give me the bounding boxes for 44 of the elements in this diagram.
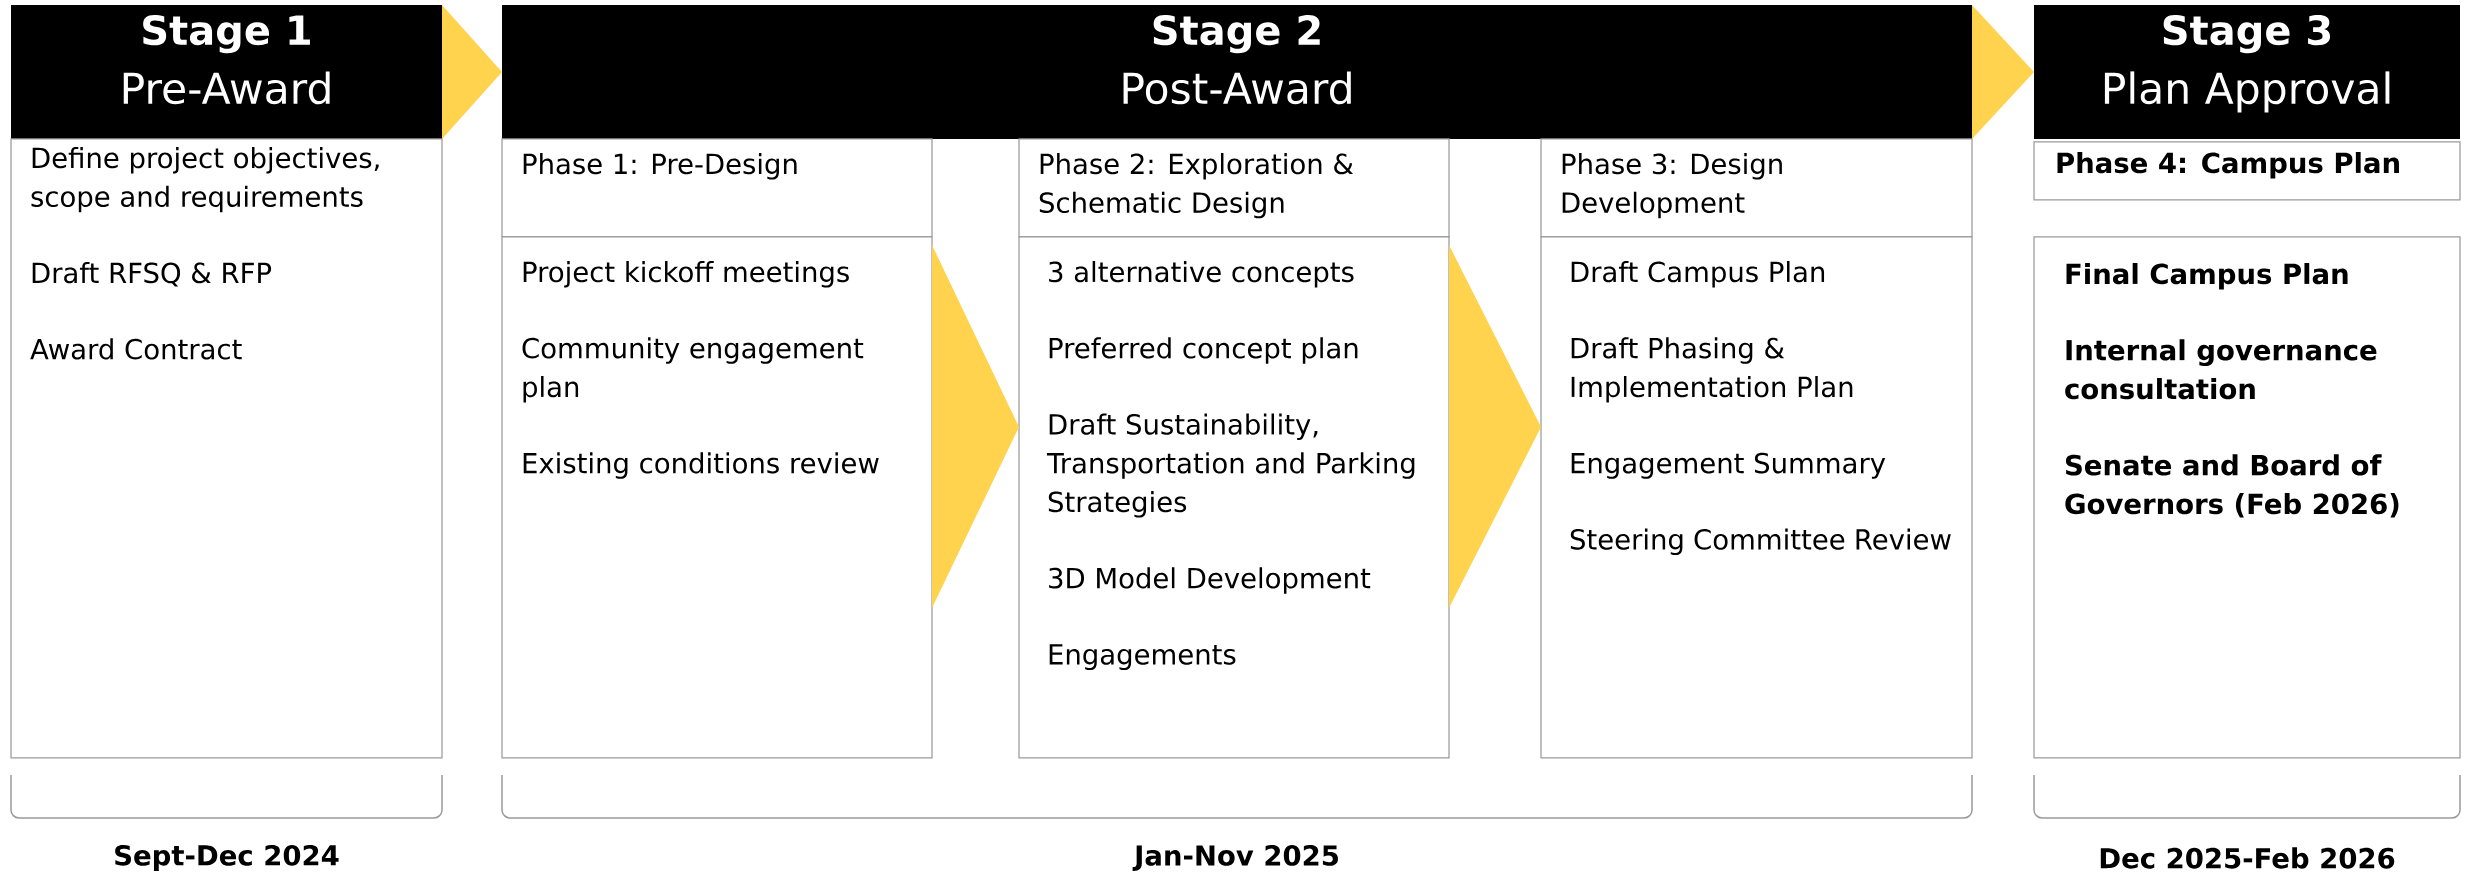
content-box xyxy=(2033,236,2461,759)
stage-title: Stage 1 xyxy=(143,15,310,54)
phase-title: Phase 2: Exploration & Schematic Design xyxy=(1039,153,1354,219)
chevron-arrow xyxy=(932,245,1019,608)
phase-header xyxy=(501,138,933,238)
chevron-arrow xyxy=(442,5,502,139)
list-item: Draft Sustainability, Transportation and Parking Strategies xyxy=(1046,413,1415,518)
stage-header xyxy=(11,5,442,139)
date-label: Jan-Nov 2025 xyxy=(1132,845,1338,871)
stage-title: Stage 3 xyxy=(2163,15,2331,54)
list-item: Steering Committee Review xyxy=(1570,528,1951,556)
list-item: Draft Phasing & Implementation Plan xyxy=(1571,337,1853,403)
phase-header xyxy=(2033,141,2461,201)
list-item: Project kickoff meetings xyxy=(523,261,849,288)
chevron-arrow xyxy=(1972,5,2034,139)
phase-title: Phase 3: Design Development xyxy=(1562,153,1782,219)
list-item: Define project objectives, scope and requirements xyxy=(31,147,379,213)
list-item: Senate and Board of Governors (Feb 2026) xyxy=(2065,454,2399,518)
stage-subtitle: Pre-Award xyxy=(123,71,330,105)
stage-header xyxy=(2034,5,2460,139)
list-item: Preferred concept plan xyxy=(1049,337,1358,364)
stage-subtitle: Post-Award xyxy=(1123,71,1351,105)
list-item: 3 alternative concepts xyxy=(1049,261,1354,288)
phase-title: Phase 4: Campus Plan xyxy=(2057,152,2399,179)
phase-header xyxy=(1018,138,1450,238)
content-box xyxy=(10,138,443,759)
list-item: Draft RFSQ & RFP xyxy=(32,262,272,287)
list-item: Engagement Summary xyxy=(1571,452,1886,479)
date-label: Sept-Dec 2024 xyxy=(115,844,339,872)
phase-header xyxy=(1540,138,1973,238)
phase-title: Phase 1: Pre-Design xyxy=(523,153,797,180)
list-item: Community engagement plan xyxy=(522,337,864,403)
date-label: Dec 2025-Feb 2026 xyxy=(2100,847,2395,869)
list-item: Internal governance consultation xyxy=(2065,339,2377,400)
list-item: Award Contract xyxy=(30,338,242,360)
stage-title: Stage 2 xyxy=(1153,15,1320,54)
list-item: Draft Campus Plan xyxy=(1571,261,1825,288)
list-item: 3D Model Development xyxy=(1049,567,1371,594)
stage-subtitle: Plan Approval xyxy=(2104,71,2390,113)
list-item: Existing conditions review xyxy=(523,452,879,479)
list-item: Engagements xyxy=(1049,644,1236,671)
stage-header xyxy=(502,5,1972,139)
chevron-arrow xyxy=(1449,245,1541,608)
list-item: Final Campus Plan xyxy=(2066,263,2348,290)
